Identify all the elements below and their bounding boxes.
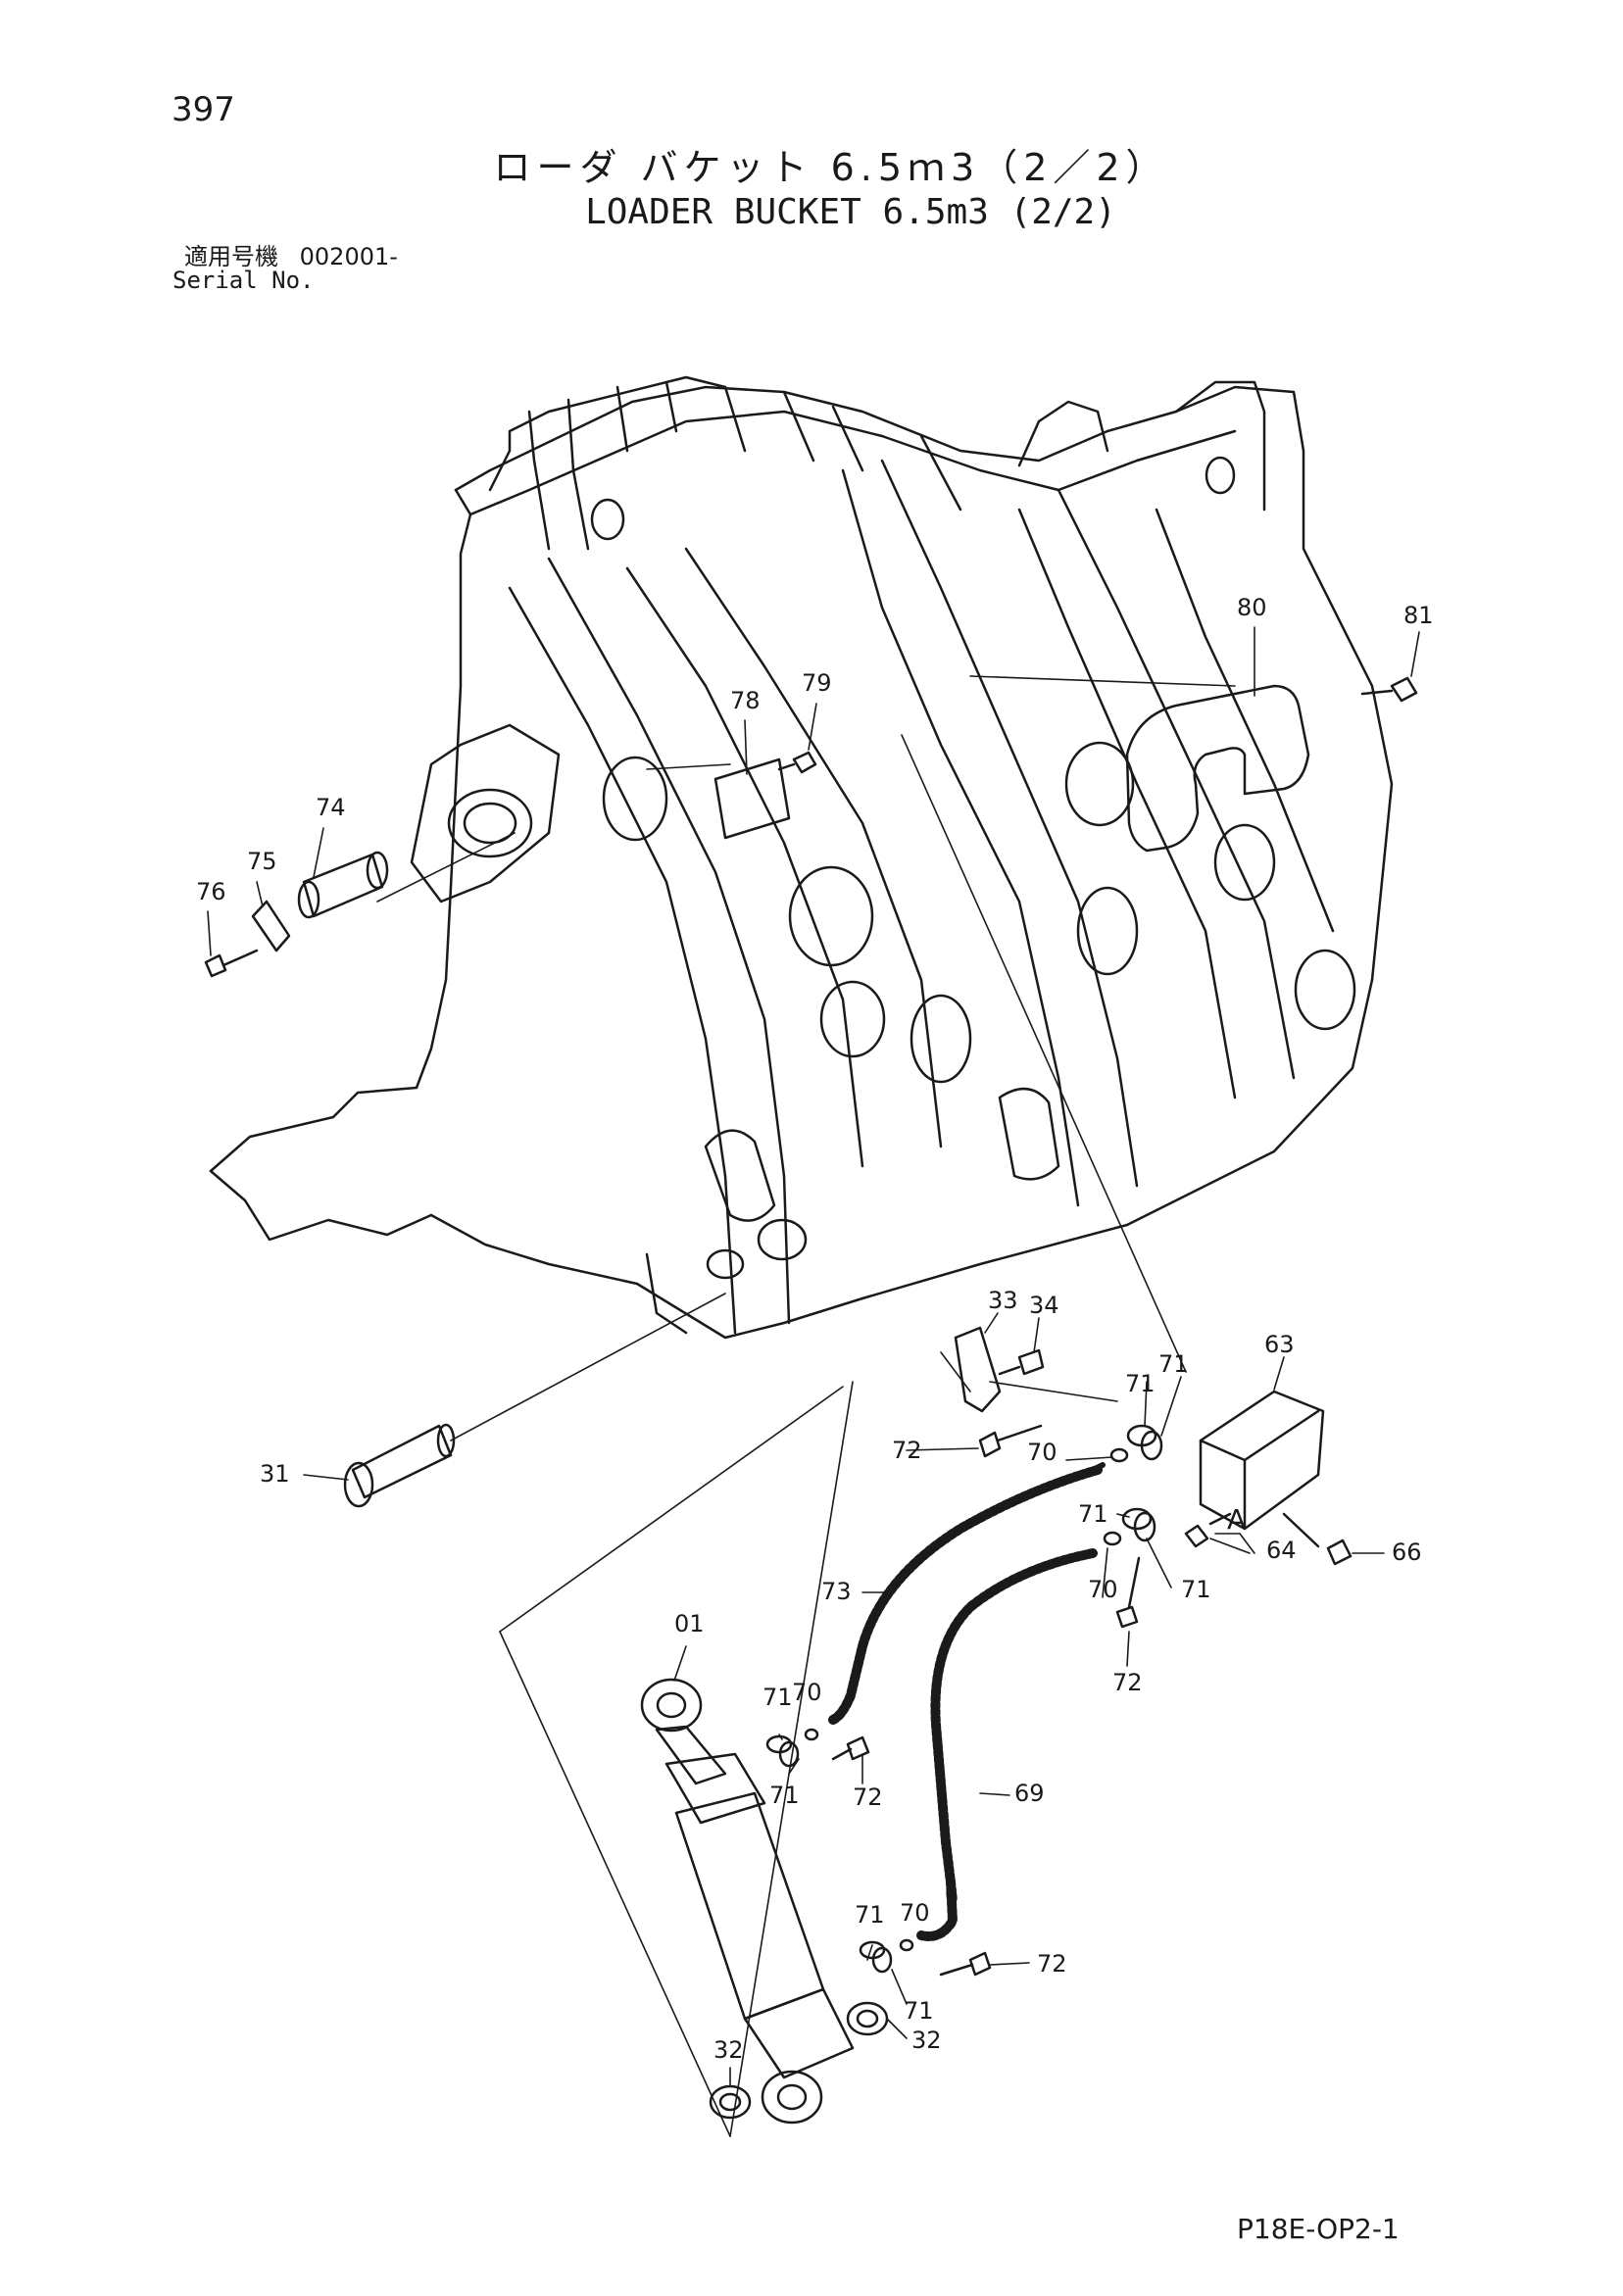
callout-71-h: 71: [904, 1997, 934, 2025]
callout-71-e: 71: [762, 1684, 793, 1711]
callout-72-a: 72: [892, 1437, 922, 1464]
callout-72-b: 72: [1112, 1669, 1143, 1696]
callout-32-right: 32: [911, 2027, 942, 2054]
title-english: LOADER BUCKET 6.5m3 (2/2): [585, 192, 1116, 232]
leader-lines: [376, 675, 1236, 2137]
serial-row-japanese: 適用号機 002001-: [184, 237, 398, 271]
callout-71-d: 71: [1181, 1576, 1211, 1603]
callout-a: A: [1227, 1503, 1246, 1536]
cylinder-01: [640, 1678, 855, 2125]
bolt-34: [1017, 1348, 1045, 1376]
serial-value: 002001-: [299, 243, 398, 270]
bolt-72-cyl-lower: [968, 1951, 992, 1977]
callout-70-cyl-lower: 70: [900, 1899, 930, 1927]
callout-70-upper: 70: [1027, 1439, 1057, 1466]
bolt-72-cyl-upper: [846, 1735, 870, 1761]
arrow-a-leader: [1208, 1512, 1232, 1526]
page-number: 397: [172, 90, 235, 129]
callout-72-d: 72: [1037, 1950, 1067, 1978]
callout-66: 66: [1392, 1539, 1422, 1566]
o-ring-70-lower: [1103, 1531, 1122, 1546]
callout-75: 75: [247, 848, 277, 875]
cover-78: [713, 757, 791, 840]
callout-33: 33: [988, 1287, 1018, 1314]
bushing-32-right: [846, 2001, 889, 2036]
callout-leaders: [207, 626, 1420, 2086]
callout-71-b: 71: [1125, 1370, 1156, 1397]
callout-70-cyl-upper: 70: [792, 1679, 822, 1706]
cover-plate-80: [1125, 684, 1310, 853]
o-ring-70-upper: [1109, 1447, 1129, 1463]
serial-label-japanese: 適用号機: [184, 243, 278, 270]
callout-64: 64: [1266, 1537, 1297, 1564]
flange-71-cyl-upper: [765, 1734, 793, 1754]
bolt-66: [1326, 1539, 1352, 1566]
plate-75: [251, 900, 291, 953]
callout-80: 80: [1237, 594, 1267, 621]
bracket-33: [954, 1326, 1002, 1413]
fitting-64: [1184, 1524, 1209, 1548]
callout-69: 69: [1014, 1780, 1045, 1807]
callout-71-a: 71: [1158, 1350, 1189, 1378]
callout-79: 79: [802, 669, 832, 697]
bolt-79: [792, 751, 817, 774]
callout-32-left: 32: [713, 2036, 744, 2064]
callout-31: 31: [260, 1460, 290, 1488]
callout-81: 81: [1403, 602, 1434, 629]
callout-76: 76: [196, 878, 226, 905]
serial-label-english: Serial No.: [172, 267, 315, 294]
valve-block-63: [1199, 1390, 1325, 1531]
bolt-76: [204, 953, 227, 978]
bolt-81: [1390, 676, 1418, 703]
callout-78: 78: [730, 687, 761, 714]
title-japanese: ローダ バケット 6.5ｍ3（2／2）: [493, 146, 1169, 189]
pin-boss-bracket: [410, 723, 561, 904]
callout-73: 73: [821, 1578, 852, 1605]
callout-34: 34: [1029, 1292, 1059, 1319]
callout-72-c: 72: [853, 1783, 883, 1811]
bucket-body: [209, 375, 1394, 1340]
bushing-32-left: [709, 2084, 752, 2120]
bolt-72-upper: [978, 1431, 1002, 1458]
pin-74: [297, 851, 389, 919]
callout-71-g: 71: [855, 1901, 885, 1929]
callout-71-f: 71: [769, 1782, 800, 1809]
callout-01: 01: [674, 1610, 705, 1637]
callout-74: 74: [316, 794, 346, 821]
flange-71-lower: [1121, 1507, 1153, 1531]
callout-71-c: 71: [1078, 1500, 1108, 1528]
hose-69: [930, 1548, 1098, 1905]
hose-73: [828, 1465, 1103, 1725]
callout-70-lower: 70: [1088, 1576, 1118, 1603]
drawing-code: P18E-OP2-1: [1237, 2213, 1400, 2245]
bolt-72-lower: [1115, 1605, 1139, 1629]
pin-31: [343, 1423, 456, 1508]
callout-63: 63: [1264, 1331, 1295, 1358]
